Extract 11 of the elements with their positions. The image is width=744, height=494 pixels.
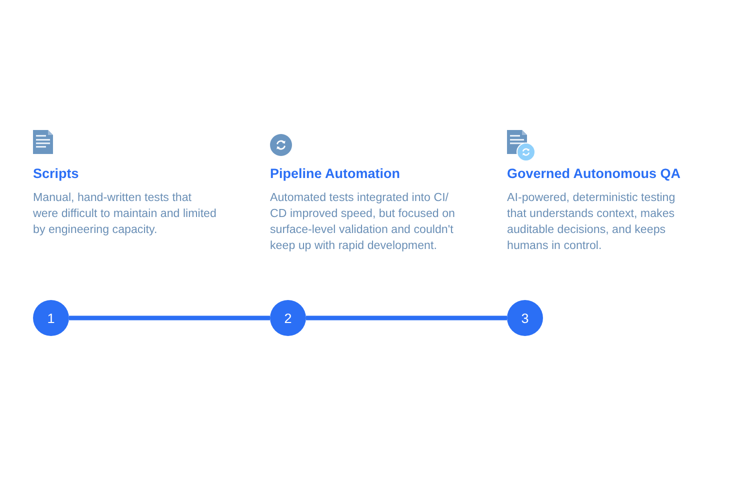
connector-line (69, 316, 270, 320)
step-heading: Governed Autonomous QA (507, 166, 681, 182)
step-heading: Pipeline Automation (270, 166, 400, 182)
step-number-circle: 2 (270, 300, 306, 336)
step-number-circle: 1 (33, 300, 69, 336)
step-description: Manual, hand-written tests that were difficult to maintain and limited by engineering capacity. (33, 190, 218, 238)
step-description: Automated tests integrated into CI/ CD improved speed, but focused on surface-level validation and couldn't keep up with rapid development. (270, 190, 456, 254)
step-number-circle: 3 (507, 300, 543, 336)
connector-line (306, 316, 507, 320)
step-description: AI-powered, deterministic testing that understands context, makes auditable decisions, and keeps humans in control. (507, 190, 676, 254)
step-heading: Scripts (33, 166, 79, 182)
